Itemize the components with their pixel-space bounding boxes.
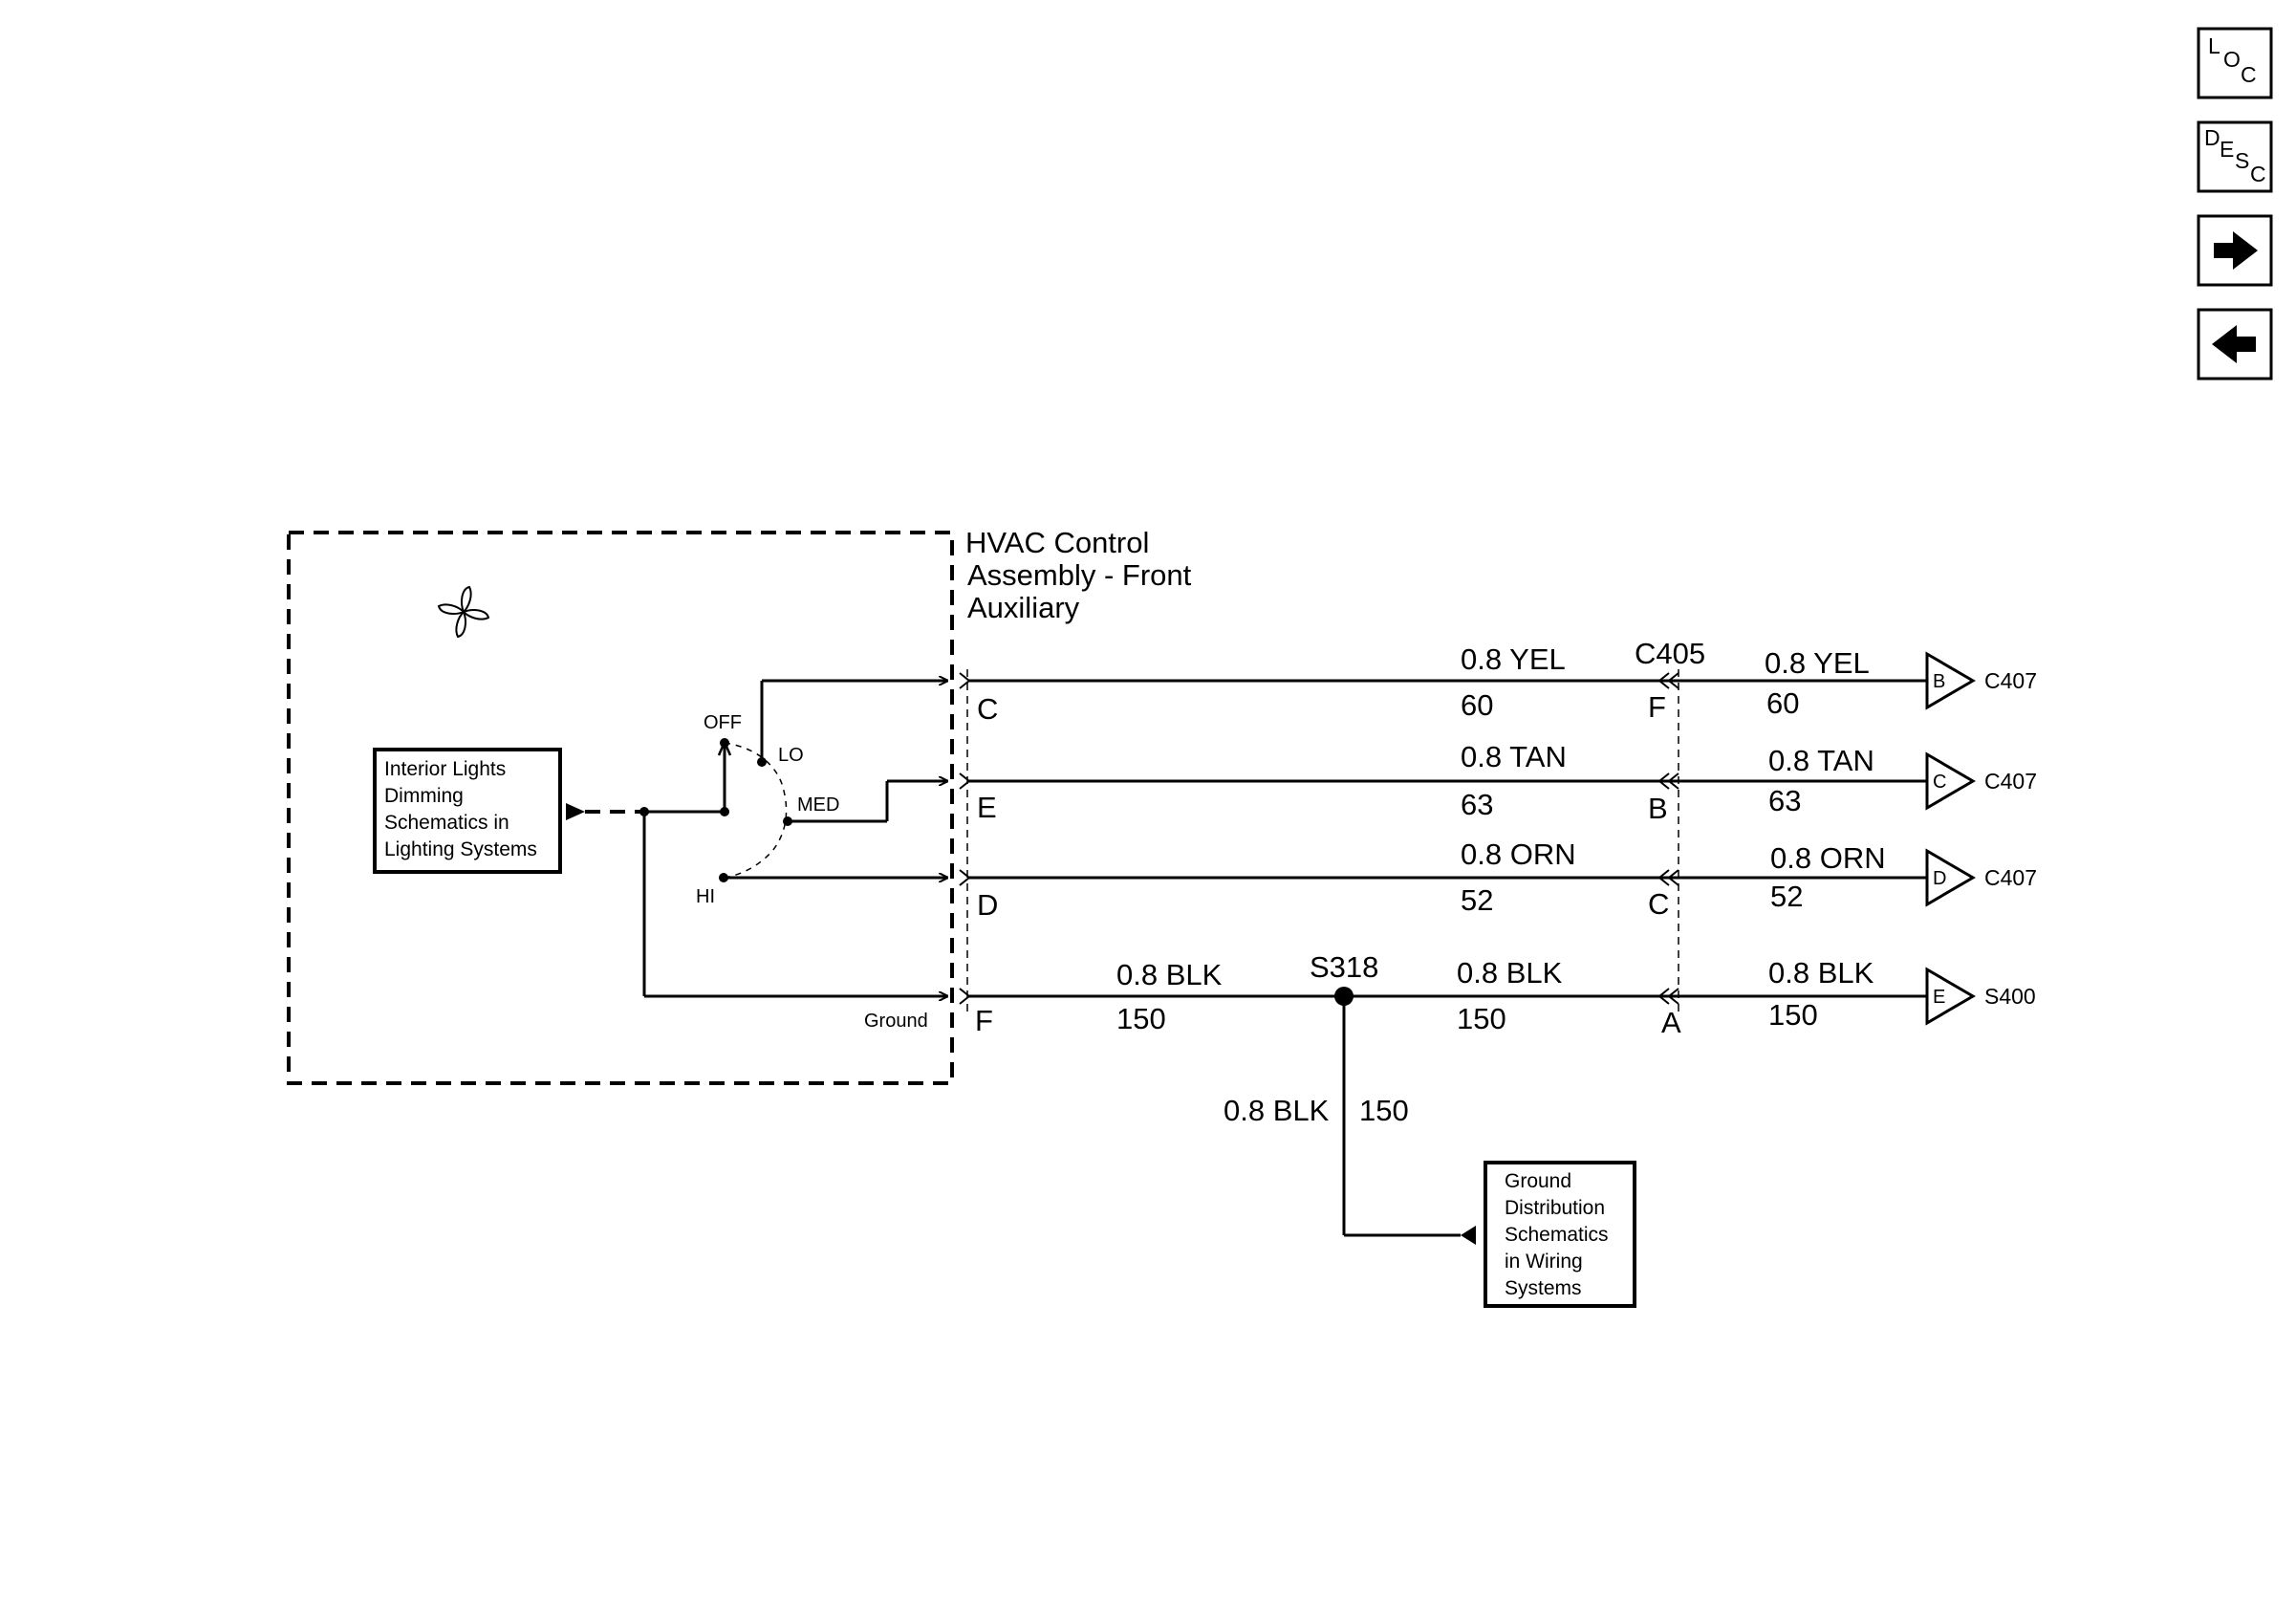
wire-yel-right: 0.8 YEL [1765,646,1870,680]
circuit-52-left: 52 [1461,883,1493,917]
component-title-line-2: Assembly - Front [967,558,1192,592]
switch-lo-label: LO [778,745,804,766]
ground-label: Ground [864,1011,928,1032]
offpage-c407-label-3: C407 [1984,865,2037,890]
component-title-line-1: HVAC Control [965,526,1149,559]
ground-branch-wire-label: 0.8 BLK [1224,1094,1330,1127]
switch-internal-wiring [639,681,948,996]
c405-pins [1657,672,1679,1005]
desc-letter-c: C [2250,162,2266,186]
fan-icon [437,585,490,639]
circuit-52-right: 52 [1770,880,1803,913]
wire-orn-right: 0.8 ORN [1770,841,1886,875]
loc-letter-o: O [2223,47,2241,72]
c405-pin-f: F [1648,690,1666,724]
splice-s318-label: S318 [1310,950,1378,984]
switch-hi-label: HI [696,886,715,907]
desc-letter-s: S [2235,148,2249,173]
loc-letter-c: C [2241,62,2257,87]
dimming-box-line-1: Interior Lights [384,758,506,780]
wire-tan-left: 0.8 TAN [1461,740,1567,773]
wire-blk-a: 0.8 BLK [1116,958,1223,991]
offpage-c407-pin-d: D [1933,868,1946,889]
dimming-schematics-box[interactable]: Interior Lights Dimming Schematics in Li… [373,748,562,874]
pin-c-label: C [977,692,998,726]
wire-blk-right: 0.8 BLK [1768,956,1874,990]
offpage-connector-c407-d[interactable]: D C407 [1925,848,2037,907]
ground-distribution-box[interactable]: Ground Distribution Schematics in Wiring… [1484,1161,1636,1308]
offpage-s400-pin-e: E [1933,987,1945,1008]
hvac-control-enclosure [287,531,954,1085]
circuit-150-right: 150 [1768,998,1818,1032]
ground-box-line-5: Systems [1505,1277,1582,1299]
ground-box-line-2: Distribution [1505,1197,1605,1219]
dimming-input-arrow [566,803,585,820]
connector-c405-label: C405 [1635,637,1705,670]
circuit-150-a: 150 [1116,1002,1166,1035]
pin-d-label: D [977,888,998,922]
wire-blk-left: 0.8 BLK [1457,956,1563,990]
desc-letter-d: D [2204,125,2220,150]
offpage-connector-c407-c[interactable]: C C407 [1925,751,2037,811]
component-title-line-3: Auxiliary [967,591,1080,624]
pin-e-label: E [977,791,997,824]
c405-pin-b: B [1648,792,1668,825]
harness-wires [969,679,1927,998]
offpage-s400-label: S400 [1984,984,2036,1009]
forward-button[interactable] [2197,214,2273,287]
dimming-box-line-3: Schematics in [384,812,509,834]
pin-f-label: F [975,1004,993,1037]
desc-button[interactable]: D E S C [2197,120,2273,193]
dimming-box-line-4: Lighting Systems [384,838,537,860]
ground-box-line-4: in Wiring [1505,1251,1583,1273]
circuit-60-right: 60 [1766,686,1799,720]
ground-box-line-1: Ground [1505,1170,1571,1192]
circuit-63-right: 63 [1768,784,1801,817]
offpage-connector-s400-e[interactable]: E S400 [1925,967,2036,1026]
wire-yel-left: 0.8 YEL [1461,642,1566,676]
dimming-box-line-2: Dimming [384,785,464,807]
right-arrow-icon [2214,231,2258,270]
offpage-c407-pin-c: C [1933,772,1946,793]
offpage-c407-label-1: C407 [1984,668,2037,693]
desc-letter-e: E [2220,137,2234,162]
offpage-connector-c407-b[interactable]: B C407 [1925,651,2037,710]
offpage-c407-label-2: C407 [1984,769,2037,794]
back-button[interactable] [2197,308,2273,381]
left-arrow-icon [2212,325,2256,363]
circuit-150-left: 150 [1457,1002,1506,1035]
ground-branch-arrow [1461,1226,1476,1245]
wire-orn-left: 0.8 ORN [1461,838,1576,871]
offpage-c407-pin-b: B [1933,671,1945,692]
ground-branch-circuit-label: 150 [1359,1094,1409,1127]
switch-off-label: OFF [704,712,742,733]
c405-pin-c: C [1648,887,1669,921]
loc-button[interactable]: L O C [2197,27,2273,99]
wire-tan-right: 0.8 TAN [1768,744,1874,777]
switch-med-label: MED [797,794,839,816]
circuit-63-left: 63 [1461,788,1493,821]
c405-pin-a: A [1661,1006,1681,1039]
ground-box-line-3: Schematics [1505,1224,1609,1246]
circuit-60-left: 60 [1461,688,1493,722]
loc-letter-l: L [2208,33,2220,58]
